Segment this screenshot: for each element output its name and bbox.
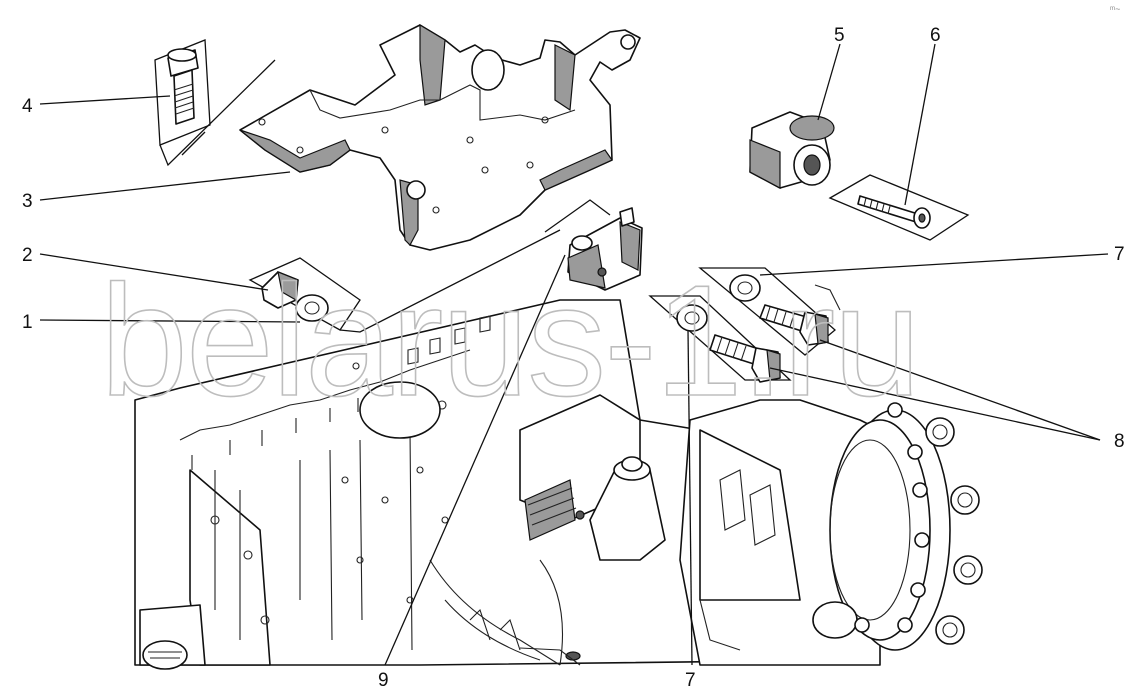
part-1-2-washer-nut	[248, 229, 561, 333]
callout-3: 3	[22, 191, 33, 212]
callout-7-upper: 7	[1114, 244, 1125, 265]
watermark-text: belarus-1.ru	[100, 253, 919, 429]
callout-1: 1	[22, 312, 33, 333]
callout-8: 8	[1114, 431, 1125, 452]
flange-bolts	[854, 402, 983, 645]
corner-mark: ᵐ~	[1110, 4, 1120, 14]
part-5-fitting	[749, 111, 835, 189]
callout-labels: 4 3 2 1 5 6 7 8 9 7	[22, 25, 1125, 691]
callout-7-lower: 7	[685, 670, 696, 691]
leader-lines	[39, 43, 1109, 666]
part-4-bolt	[154, 39, 276, 167]
transmission-housing	[134, 299, 861, 670]
callout-4: 4	[22, 96, 33, 117]
part-9-clip	[544, 199, 643, 291]
part-6-screw	[828, 174, 970, 241]
callout-9: 9	[378, 670, 389, 691]
part-3-bracket	[239, 23, 641, 251]
part-7-8-washers-bolts	[648, 267, 836, 383]
callout-2: 2	[22, 245, 33, 266]
rear-axle-flange	[679, 284, 983, 666]
callout-6: 6	[930, 25, 941, 46]
callout-5: 5	[834, 25, 845, 46]
